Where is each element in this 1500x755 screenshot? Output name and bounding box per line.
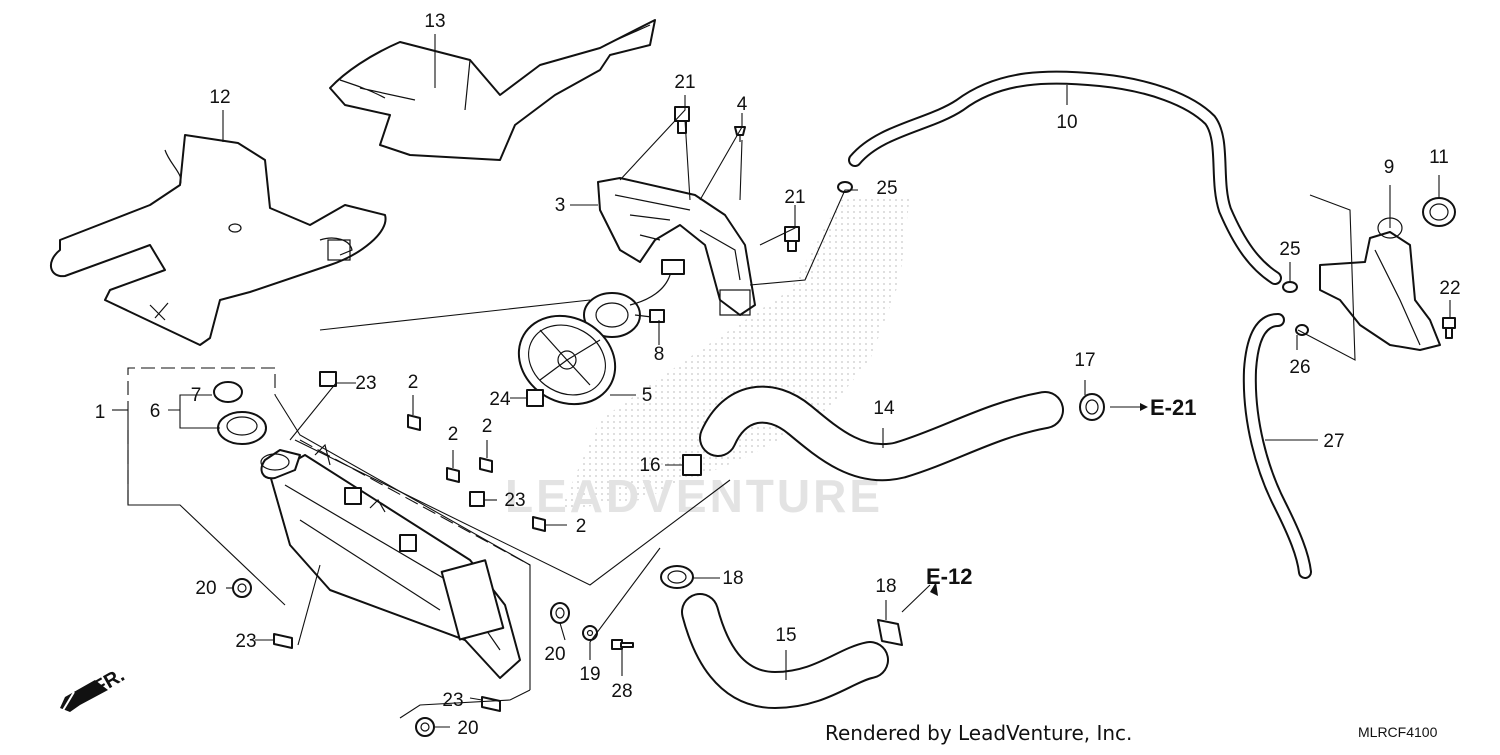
label-19: 19 [579, 664, 600, 685]
ref-e12[interactable]: E-12 [926, 564, 972, 596]
label-12: 12 [209, 87, 230, 108]
part-14-hose [699, 385, 1064, 482]
label-6: 6 [150, 401, 161, 422]
part-11-cap [1422, 197, 1456, 227]
ref-e12-label[interactable]: E-12 [926, 564, 972, 589]
label-25a: 25 [876, 178, 897, 199]
ref-e21[interactable]: E-21 [1110, 395, 1196, 420]
part-3-bracket [597, 177, 756, 316]
watermark-dots [560, 195, 910, 510]
part-2-clip-d [532, 516, 546, 532]
label-17: 17 [1074, 350, 1095, 371]
label-23a: 23 [355, 373, 376, 394]
part-labels: 1 2 2 2 2 3 4 5 6 7 8 9 10 11 12 13 14 1… [95, 11, 1461, 739]
part-6-cap [217, 411, 267, 445]
part-22-bolt [1442, 317, 1456, 339]
label-2d: 2 [576, 516, 587, 537]
part-28-bolt [611, 639, 634, 650]
label-20c: 20 [457, 718, 478, 739]
part-18-clamp-b [877, 619, 903, 646]
part-4-screw [734, 126, 746, 142]
part-2-clip-c [479, 457, 493, 473]
group-lead-right [274, 394, 531, 690]
part-26-clip [1295, 324, 1309, 336]
label-3: 3 [555, 195, 566, 216]
part-20-grommet-a [232, 578, 252, 598]
part-10-hose [848, 70, 1282, 285]
label-28: 28 [611, 681, 632, 702]
part-23-clip-c [273, 633, 293, 649]
label-7: 7 [191, 385, 202, 406]
label-23c: 23 [235, 631, 256, 652]
part-2-clip-b [446, 467, 460, 483]
label-8: 8 [654, 344, 665, 365]
part-13-cover [329, 19, 656, 161]
label-9: 9 [1384, 157, 1395, 178]
part-18-clamp-a [660, 565, 694, 589]
group-box-top [127, 367, 276, 415]
part-20-grommet-b [550, 602, 570, 624]
fan-leads [294, 299, 731, 586]
part-24-nut [526, 389, 544, 407]
label-16: 16 [639, 455, 660, 476]
diagram-code: MLRCF4100 [1358, 724, 1438, 740]
label-13: 13 [424, 11, 445, 32]
label-20a: 20 [195, 578, 216, 599]
part-17-clamp [1079, 393, 1105, 421]
part-20-grommet-c [415, 717, 435, 737]
label-21a: 21 [674, 72, 695, 93]
part-16-joint [682, 454, 702, 476]
leader-lines [112, 34, 1451, 728]
part-25-clip-b [1282, 281, 1298, 293]
part-19-washer [582, 625, 598, 641]
label-4: 4 [737, 94, 748, 115]
part-7-seal [213, 381, 243, 403]
part-23-clip-b [469, 491, 485, 507]
label-20b: 20 [544, 644, 565, 665]
part-15-hose [681, 593, 889, 709]
front-arrow: FR. [60, 664, 128, 713]
part-2-clip-a [407, 414, 421, 431]
label-10: 10 [1056, 112, 1077, 133]
group-bracket-1 [127, 415, 286, 606]
label-18b: 18 [875, 576, 896, 597]
label-23b: 23 [504, 490, 525, 511]
label-15: 15 [775, 625, 796, 646]
part-23-clip-d [481, 696, 501, 712]
label-14: 14 [873, 398, 895, 419]
part-21-bolt-a [674, 106, 690, 134]
part-9-reserve-tank [1319, 217, 1441, 351]
label-25b: 25 [1279, 239, 1300, 260]
part-12-shroud [50, 134, 387, 346]
part-1-radiator [260, 443, 521, 679]
label-1: 1 [95, 402, 106, 423]
watermark-text: LEADVENTURE [505, 470, 883, 522]
label-24: 24 [489, 389, 511, 410]
label-27: 27 [1323, 431, 1344, 452]
credit-text: Rendered by LeadVenture, Inc. [825, 721, 1132, 745]
part-21-bolt-b [784, 226, 800, 252]
part-5-fan [517, 314, 617, 406]
label-26: 26 [1289, 357, 1310, 378]
part-27-tube [1242, 313, 1312, 579]
label-2a: 2 [408, 372, 419, 393]
part-23-clip-a [319, 371, 337, 387]
label-23d: 23 [442, 690, 463, 711]
label-18a: 18 [722, 568, 743, 589]
ref-e21-label[interactable]: E-21 [1150, 395, 1196, 420]
bottom-bracket [399, 689, 531, 719]
label-2c: 2 [482, 416, 493, 437]
label-5: 5 [642, 385, 653, 406]
label-22: 22 [1439, 278, 1460, 299]
label-2b: 2 [448, 424, 459, 445]
label-21b: 21 [784, 187, 805, 208]
label-11: 11 [1429, 147, 1449, 168]
part-8-fan-motor [583, 259, 685, 338]
